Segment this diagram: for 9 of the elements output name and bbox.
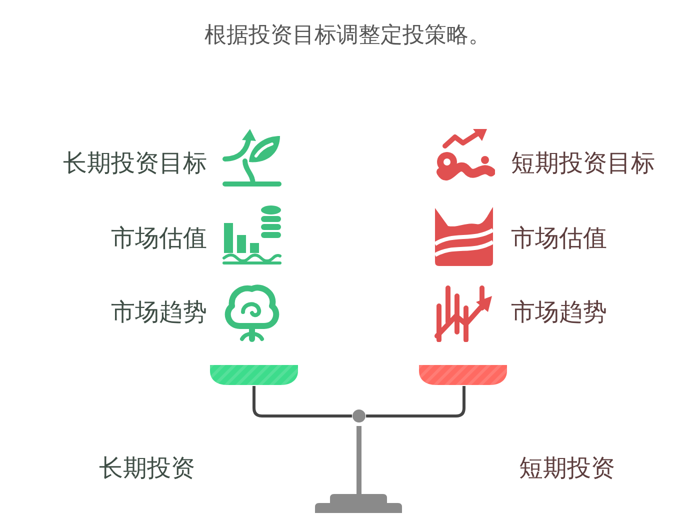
side-label: 短期投资: [519, 454, 615, 482]
goal-label: 短期投资目标: [511, 148, 655, 178]
factor-label: 市场趋势: [111, 298, 207, 326]
factor-label: 市场估值: [511, 224, 607, 252]
goal-label: 长期投资目标: [63, 148, 207, 178]
title: 根据投资目标调整定投策略。: [204, 23, 490, 50]
side-label: 长期投资: [99, 454, 195, 482]
factor-label: 市场趋势: [511, 298, 607, 326]
factor-label: 市场估值: [111, 224, 207, 252]
